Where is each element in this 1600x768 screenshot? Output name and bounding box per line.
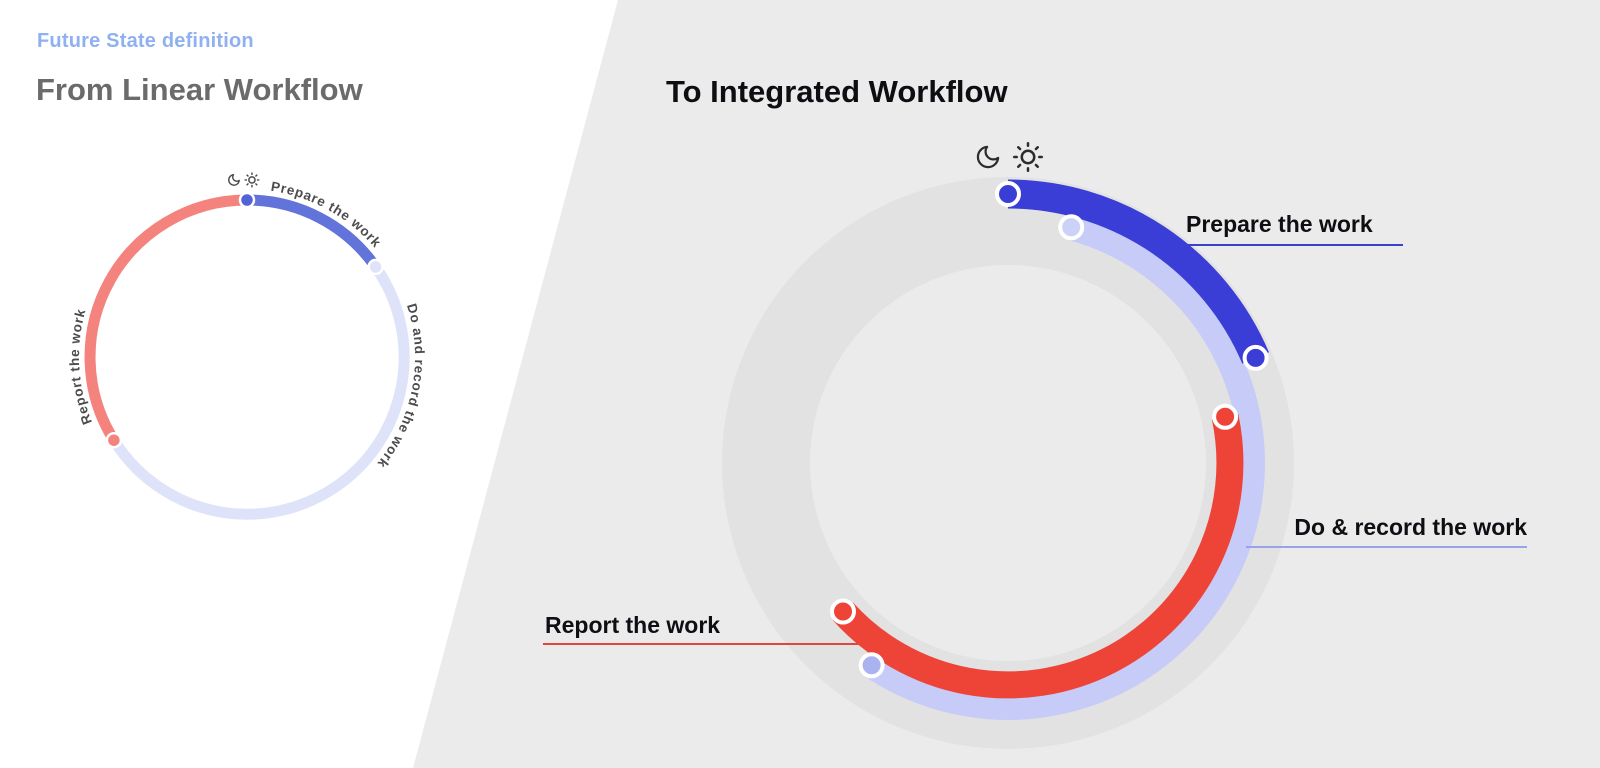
left-panel-title: From Linear Workflow — [36, 72, 363, 107]
report-label: Report the work — [545, 612, 721, 638]
prepare-start-dot — [995, 181, 1021, 207]
do-record-arc — [109, 263, 410, 520]
prepare-curved-label: Prepare the work — [270, 179, 384, 251]
right-panel-title: To Integrated Workflow — [666, 74, 1008, 109]
report-end-dot — [830, 598, 856, 625]
eyebrow-label: Future State definition — [37, 30, 254, 52]
sun-icon — [244, 172, 260, 188]
do-record-arc — [864, 214, 1265, 720]
report-start-dot — [105, 431, 123, 449]
prepare-end-dot — [1242, 344, 1269, 371]
report-arc — [832, 414, 1244, 699]
prepare-label: Prepare the work — [1186, 211, 1373, 237]
report-start-dot — [1212, 403, 1239, 430]
prepare-arc — [1007, 179, 1269, 364]
integrated-workflow-diagram — [543, 177, 1527, 749]
do-record-end-dot — [858, 652, 885, 679]
do-record-start-dot — [367, 258, 384, 276]
prepare-start-dot — [238, 191, 256, 209]
moon-icon — [228, 174, 240, 186]
sun-icon — [1013, 142, 1043, 172]
report-arc — [84, 194, 248, 444]
do-record-label: Do & record the work — [1294, 514, 1527, 540]
moon-icon — [976, 145, 1000, 169]
prepare-arc — [246, 194, 381, 271]
do-record-start-dot — [1058, 214, 1085, 241]
